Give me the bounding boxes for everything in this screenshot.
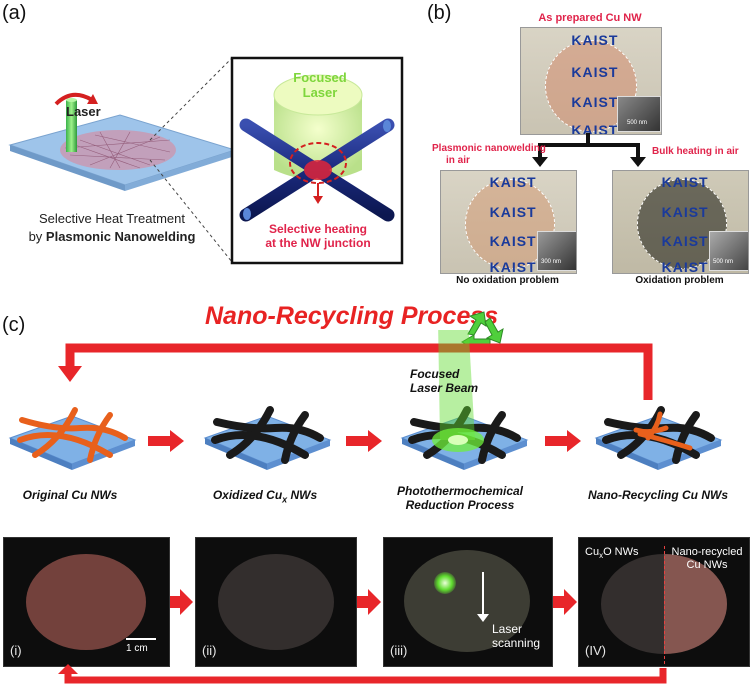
photo-iii-label: (iii) [390, 643, 408, 658]
panel-label-c: (c) [2, 314, 26, 336]
cu2o-label: CuxO NWs [585, 546, 639, 560]
photo-bulk: KAIST KAIST KAIST KAIST 500 nm [612, 170, 749, 274]
selective-heating-line2: at the NW junction [265, 236, 371, 250]
step2-suffix: NWs [287, 488, 318, 502]
step-label-1: Original Cu NWs [22, 488, 118, 502]
scale-right: 500 nm [713, 259, 734, 265]
kaist-logo: KAIST [489, 174, 537, 190]
divider-line [664, 546, 665, 664]
panel-b-top-title: As prepared Cu NW [538, 12, 642, 24]
return-loop-arrow [64, 668, 667, 684]
kaist-logo: KAIST [571, 94, 619, 110]
photo-i: (i) 1 cm [3, 537, 170, 667]
cu2o-prefix: Cu [585, 546, 600, 558]
panel-b-right-title: Bulk heating in air [652, 146, 739, 157]
sem-inset [617, 96, 661, 132]
kaist-logo: KAIST [489, 259, 537, 274]
left-title-line2: in air [446, 155, 470, 166]
step3-line2: Reduction Process [405, 498, 515, 512]
photo-plasmonic: KAIST KAIST KAIST KAIST 300 nm [440, 170, 577, 274]
step3-line1: Photothermochemical [396, 484, 524, 498]
nano-recycling-title: Nano-Recycling Process [205, 302, 499, 330]
cu2o-sub: x [599, 551, 604, 561]
focused-beam-line1: Focused [410, 367, 460, 381]
scale-left: 300 nm [541, 259, 562, 265]
step1-diagram [8, 407, 137, 470]
laser-beam [66, 100, 77, 152]
sem-inset [709, 231, 748, 271]
step-arrow [148, 430, 184, 452]
kaist-logo: KAIST [661, 174, 709, 190]
nanowire-mesh [60, 130, 176, 170]
photo-i-label: (i) [10, 643, 22, 658]
step2-sub: x [282, 494, 288, 505]
laser-spot [434, 572, 456, 594]
recycled-line1: Nano-recycled [671, 546, 743, 558]
step2-diagram [203, 406, 332, 470]
selective-heating-line1: Selective heating [268, 222, 368, 236]
focused-laser-label: Focused Laser [292, 70, 348, 100]
caption-prefix: by [28, 229, 46, 244]
photo-arrow [357, 589, 381, 615]
kaist-logo: KAIST [489, 233, 537, 249]
focused-beam-line2: Laser Beam [410, 381, 479, 395]
photo-iv-label: (IV) [585, 643, 606, 658]
kaist-logo: KAIST [489, 204, 537, 220]
loop-arrow [65, 343, 653, 400]
photo-arrow [170, 589, 193, 615]
step2-text: Oxidized Cu [212, 488, 283, 502]
laser-scanning-line2: scanning [492, 636, 541, 650]
kaist-logo: KAIST [571, 64, 619, 80]
kaist-logo: KAIST [661, 259, 709, 274]
photo-arrow [553, 589, 577, 615]
panel-label-a: (a) [2, 2, 27, 24]
scale-bar [126, 638, 156, 640]
step-label-4: Nano-Recycling Cu NWs [587, 488, 728, 502]
right-caption: Oxidation problem [635, 275, 724, 286]
selective-heating-label: Selective heating at the NW junction [236, 222, 400, 250]
photo-iii: Laser scanning (iii) [383, 537, 553, 667]
photo-ii: (ii) [195, 537, 357, 667]
focused-laser-line2: Laser [302, 85, 338, 100]
focused-laser-line1: Focused [293, 70, 347, 85]
panel-a-caption-line2: by Plasmonic Nanowelding [2, 228, 222, 246]
laser-cone [438, 330, 475, 440]
laser-scanning-label: Laser scanning [492, 622, 540, 650]
focused-beam-label: Focused Laser Beam [410, 367, 478, 395]
photo-ii-label: (ii) [202, 643, 217, 658]
left-caption: No oxidation problem [456, 275, 559, 286]
sem-inset [537, 231, 576, 271]
kaist-logo: KAIST [661, 233, 709, 249]
step-label-2: Oxidized Cux NWs [190, 488, 340, 504]
scan-arrow [482, 572, 484, 618]
step-arrow [545, 430, 581, 452]
laser-scanning-line1: Laser [492, 622, 523, 636]
panel-label-b: (b) [427, 2, 452, 24]
laser-label: Laser [66, 104, 101, 119]
left-title-line1: Plasmonic nanowelding [432, 143, 546, 154]
photo-iv: CuxO NWs Nano-recycled Cu NWs (IV) [578, 537, 750, 667]
kaist-logo: KAIST [571, 122, 619, 135]
panel-a-caption-line1: Selective Heat Treatment [39, 211, 185, 226]
step-label-3: Photothermochemical Reduction Process [385, 484, 535, 512]
photo-as-prepared: KAIST KAIST KAIST KAIST 500 nm [520, 27, 662, 135]
panel-a-caption: Selective Heat Treatment by Plasmonic Na… [2, 210, 222, 246]
panel-b-left-title: Plasmonic nanowelding in air [432, 143, 552, 167]
recycled-label: Nano-recycled Cu NWs [667, 546, 747, 572]
kaist-logo: KAIST [571, 32, 619, 48]
process-diagram [8, 330, 723, 470]
step3-diagram [400, 330, 529, 470]
step-arrow [346, 430, 382, 452]
panel-a-diagram [8, 56, 404, 265]
scale-label: 1 cm [126, 643, 148, 654]
caption-bold: Plasmonic Nanowelding [45, 229, 196, 244]
split-arrow [532, 133, 646, 167]
photo-row-arrows [58, 589, 667, 684]
kaist-logo: KAIST [661, 204, 709, 220]
cu2o-suffix: O NWs [603, 546, 639, 558]
step4-diagram [594, 406, 723, 470]
scale-top: 500 nm [627, 120, 648, 126]
recycled-line2: Cu NWs [686, 559, 728, 571]
